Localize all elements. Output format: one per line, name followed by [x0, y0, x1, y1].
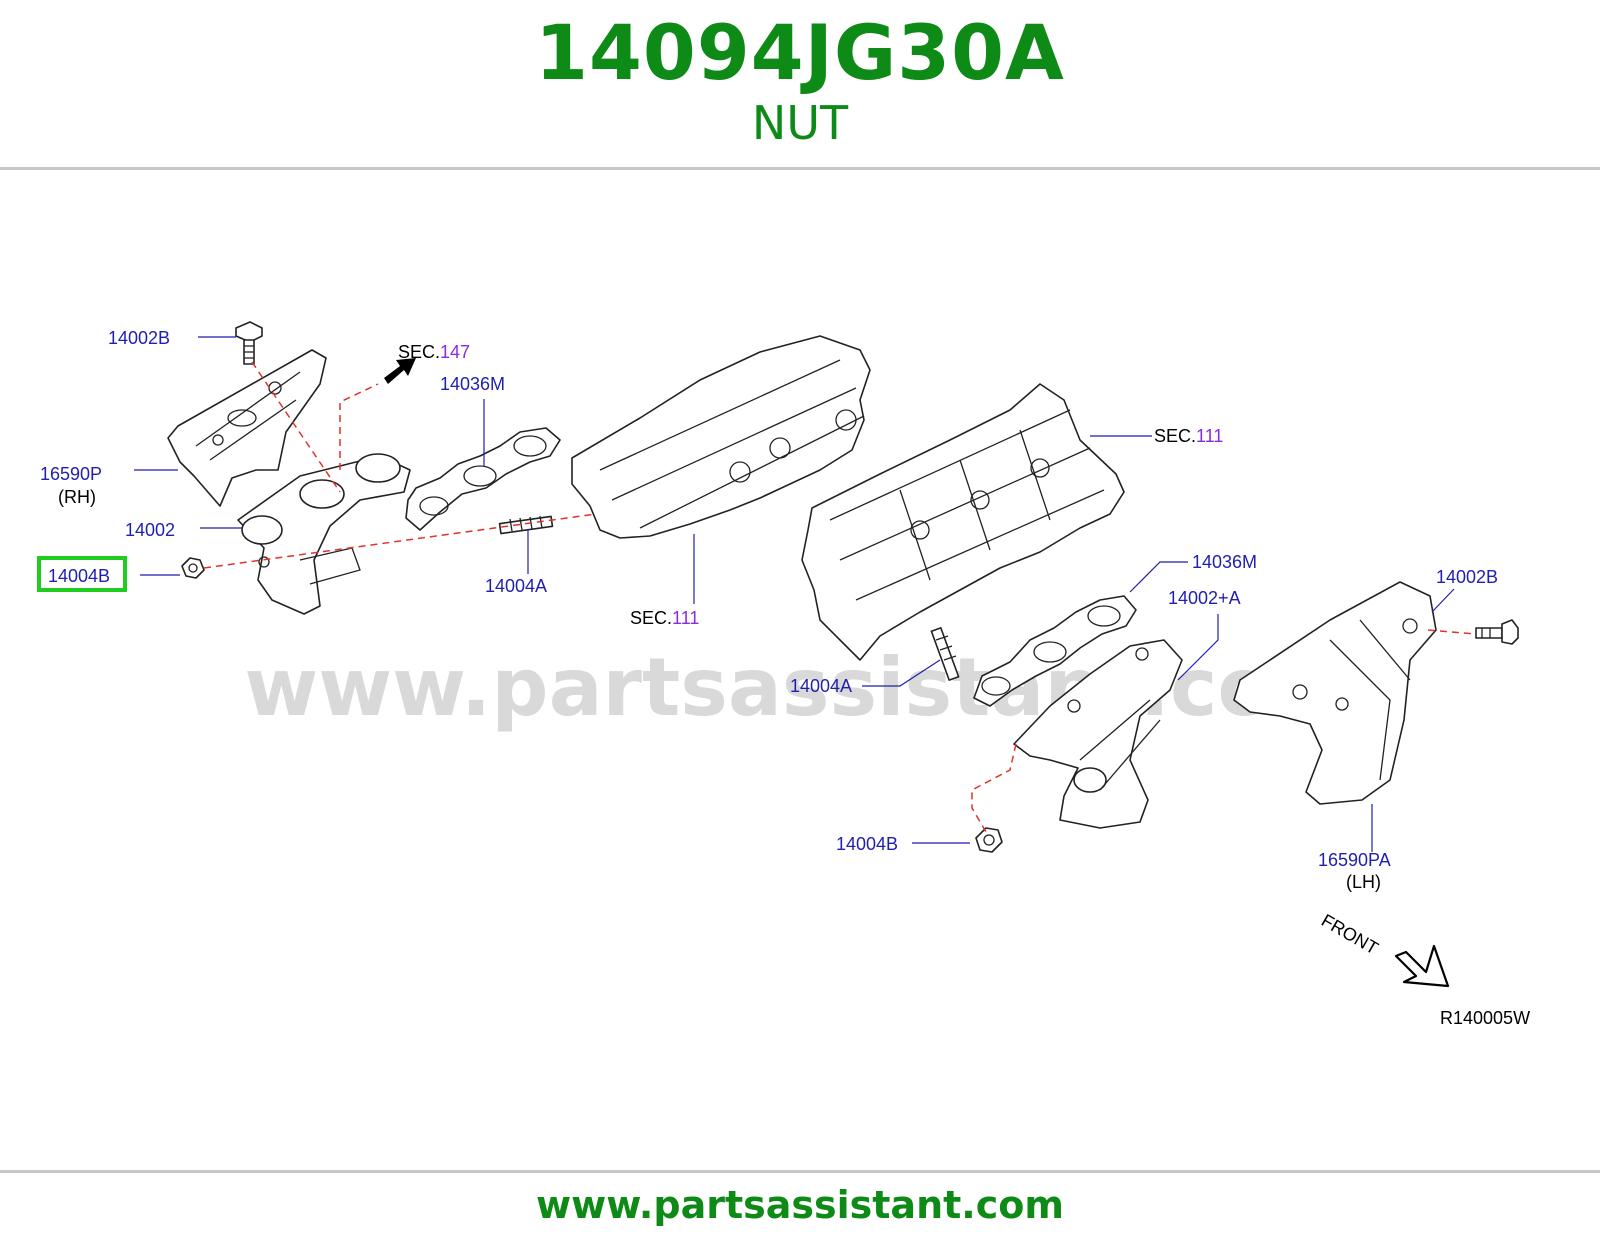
- label-stud-lh[interactable]: 14004A: [790, 676, 852, 696]
- part-name-subtitle: NUT: [751, 96, 849, 150]
- header-divider: [0, 167, 1600, 170]
- label-manifold-rh[interactable]: 14002: [125, 520, 175, 540]
- cylinder-head-lh-icon: [801, 383, 1125, 661]
- label-nut-lh[interactable]: 14004B: [836, 834, 898, 854]
- label-front: FRONT: [1318, 910, 1382, 958]
- front-arrow-icon: [1394, 944, 1450, 988]
- bolt-rh-icon: [235, 321, 263, 365]
- label-manifold-lh[interactable]: 14002+A: [1168, 588, 1241, 608]
- label-bolt-rh[interactable]: 14002B: [108, 328, 170, 348]
- label-sec111-lh[interactable]: SEC.111: [1154, 426, 1223, 446]
- stud-lh-icon: [930, 627, 960, 681]
- label-diagram-code: R140005W: [1440, 1008, 1530, 1028]
- label-sec111-rh[interactable]: SEC.111: [630, 608, 699, 628]
- sec147-arrow-icon: [384, 358, 416, 384]
- label-stud-rh[interactable]: 14004A: [485, 576, 547, 596]
- label-sec147[interactable]: SEC.147: [398, 342, 470, 362]
- exhaust-manifold-lh-icon: [1013, 639, 1183, 829]
- heat-shield-rh-icon: [167, 349, 327, 507]
- label-heat-shield-rh[interactable]: 16590P: [40, 464, 102, 484]
- label-gasket-lh[interactable]: 14036M: [1192, 552, 1257, 572]
- cylinder-head-rh-icon: [571, 335, 871, 539]
- heat-shield-lh-icon: [1233, 581, 1437, 805]
- gasket-rh-icon: [405, 427, 561, 531]
- label-heat-shield-lh[interactable]: 16590PA: [1318, 850, 1391, 870]
- nut-lh-icon: [975, 827, 1003, 853]
- nut-rh-highlight-box[interactable]: [37, 556, 127, 592]
- label-gasket-rh[interactable]: 14036M: [440, 374, 505, 394]
- label-nut-rh-highlighted[interactable]: 14004B: [48, 566, 110, 586]
- relation-lines: [203, 361, 1477, 833]
- label-bolt-lh[interactable]: 14002B: [1436, 567, 1498, 587]
- exhaust-manifold-rh-icon: [237, 453, 411, 615]
- stud-rh-icon: [498, 515, 554, 535]
- gasket-lh-icon: [973, 595, 1137, 707]
- footer-divider: [0, 1170, 1600, 1173]
- label-heat-shield-rh-side: (RH): [58, 487, 96, 507]
- label-heat-shield-lh-side: (LH): [1346, 872, 1381, 892]
- nut-rh-icon: [181, 557, 205, 579]
- leader-lines: [134, 336, 1455, 852]
- header: 14094JG30A NUT: [0, 0, 1600, 168]
- bolt-lh-icon: [1475, 619, 1519, 645]
- footer-site-link[interactable]: www.partsassistant.com: [536, 1183, 1064, 1227]
- part-number-title: 14094JG30A: [535, 8, 1065, 97]
